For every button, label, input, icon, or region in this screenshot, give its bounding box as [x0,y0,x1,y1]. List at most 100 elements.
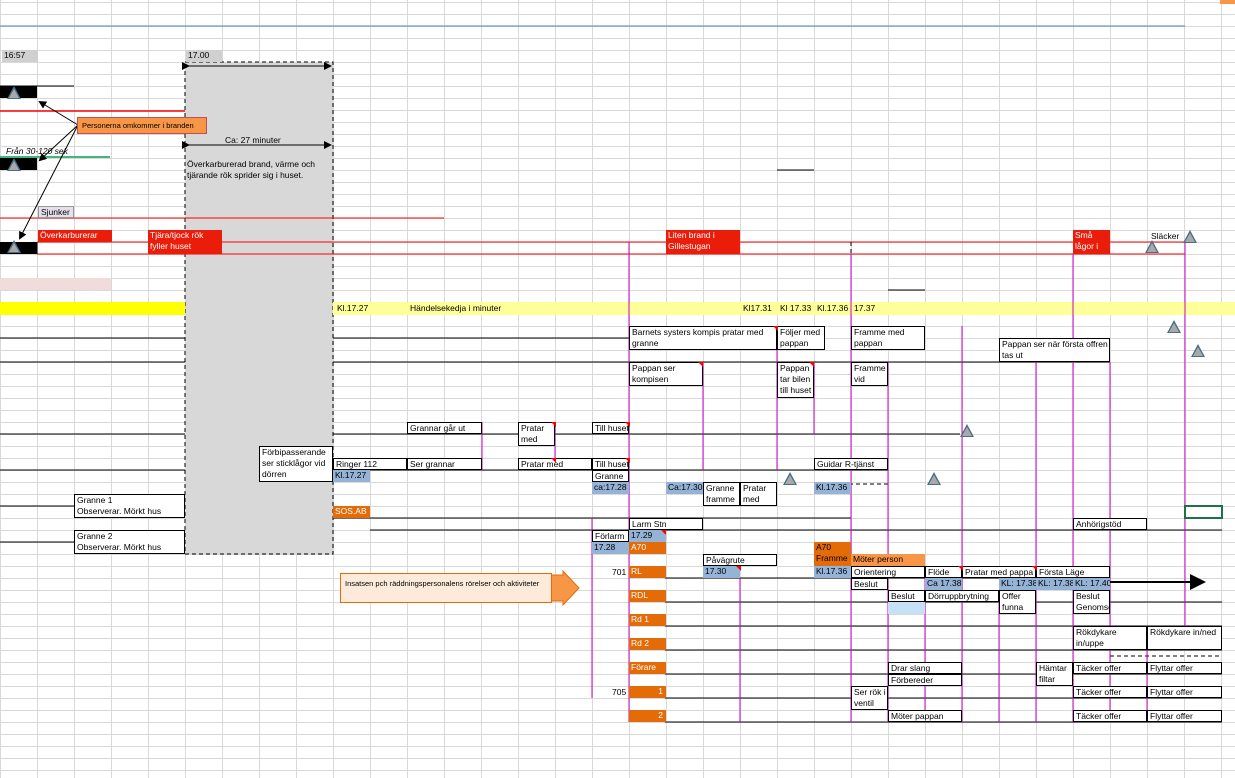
event-larmstn: Larm Stn [629,518,703,530]
event-framme-huset: Framme vid huset [851,362,888,386]
comment-flag-icon[interactable] [661,530,666,535]
time-t1729: 17.29 [629,530,666,542]
timeline-band [0,302,185,315]
time-t1730: 17.30 [703,566,740,578]
pink-cell [0,278,111,290]
label-fran: Från 30-120 sek [6,146,68,156]
triangle-marker-icon[interactable] [1191,344,1205,357]
label-kl1733: Kl 17.33 [780,303,812,313]
label-tjarafrok: Tjära/tjock rök fyller huset [148,230,222,254]
event-tacker2: Täcker offer [1073,686,1147,698]
event-flyttar1: Flyttar offer [1147,662,1222,674]
label-kl1727: Kl.17.27 [337,303,369,313]
granne1-title: Granne 1 [77,495,113,505]
comment-flag-icon[interactable] [1032,566,1037,571]
label-liten-brand: Liten brand i Gillestugan [666,230,740,254]
unit-rd2: Rd 2 [629,638,666,650]
triangle-marker-icon[interactable] [960,424,974,437]
unit-rd1: Rd 1 [629,614,666,626]
event-hamtar: Hämtar filtar [1036,662,1073,686]
label-smalagor: Små lågor i TV [1073,230,1110,254]
event-till-huset2: Till huset [592,458,629,470]
event-dorrupp: Dörruppbrytning [925,590,999,602]
event-forsta-lage: Första Läge [1036,566,1110,578]
event-granne: Granne [592,470,629,482]
event-rokdykare1: Rökdykare in/uppe [1073,626,1147,650]
comment-flag-icon[interactable] [625,422,630,427]
event-rokdykare2: Rökdykare in/ned [1147,626,1222,650]
event-beslut-genomsok: Beslut Genomsök [1073,590,1110,614]
event-forbereder: Förbereder [888,674,962,686]
event-pratar-pappa: Pratar med pappa [962,566,1036,578]
event-pappan-ser-forsta: Pappan ser när första offren tas ut [999,338,1110,362]
event-forlarm: Förlarm [592,530,629,542]
event-flyttar2: Flyttar offer [1147,686,1222,698]
event-barnets: Barnets systers kompis pratar med granne [629,326,777,350]
label-ca27: Ca: 27 minuter [225,135,281,145]
granne2-obs: Observerar. Mörkt hus [77,542,162,552]
triangle-marker-icon[interactable] [1167,320,1181,333]
event-tacker1: Täcker offer [1073,662,1147,674]
triangle-marker-icon[interactable] [7,158,21,171]
event-ser-grannar: Ser grannar [407,458,482,470]
event-pratar-grannar: Pratar med Grannar [518,422,555,446]
event-pappan-ser-kompis: Pappan ser kompisen prata/går ut [629,362,703,386]
label-overkarburerar: Överkarburerar [38,230,112,242]
event-guidar: Guidar R-tjänst [814,458,888,470]
time-kl1740: KL: 17.40 [1073,578,1110,590]
comment-flag-icon[interactable] [551,422,556,427]
unit-rdl: RDL [629,590,666,602]
selected-cell [1184,505,1223,519]
comment-flag-icon[interactable] [773,326,778,331]
comment-flag-icon[interactable] [809,362,814,367]
time-kl1727b: Kl.17.27 [333,470,370,482]
label-kl1731: Kl17.31 [743,303,772,313]
event-framme-pappan: Framme med pappan [851,326,925,350]
event-pratar-pappan: Pratar med pappan [740,482,777,506]
orange-arrow-icon [547,569,580,607]
comment-flag-icon[interactable] [736,566,741,571]
event-ringer: Ringer 112 [333,458,407,470]
granne1-obs: Observerar. Mörkt hus [77,506,162,516]
event-flode: Flöde [925,566,962,578]
event-sosab: SOS.AB [333,506,370,518]
triangle-marker-icon[interactable] [7,240,21,253]
label-overkarb-brand: Överkarburerad brand, värme och tjärande… [187,159,316,180]
label-sjunker: Sjunker [38,206,74,218]
event-grannar-gar: Grannar går ut [407,422,482,434]
event-pappan-tar: Pappan tar bilen till huset [777,362,814,398]
event-beslut2: Beslut [888,590,925,602]
blank-light-cell [888,602,925,614]
event-moter-person: Möter person [851,554,925,566]
time-ca1730: Ca:17.30 [666,482,703,494]
callout-insatsen: Insatsen pch räddningspersonalens rörels… [340,573,552,603]
triangle-marker-icon[interactable] [7,86,21,99]
event-anhorig: Anhörigstöd [1073,518,1147,530]
time-kl1736b: Kl.17.36 [814,482,851,494]
event-drar-slang: Drar slang [888,662,962,674]
event-granne2: Granne 2 Observerar. Mörkt hus [74,530,185,554]
granne2-title: Granne 2 [77,531,113,541]
unit-rl: RL [629,566,666,578]
event-tacker3: Täcker offer [1073,710,1147,722]
label-handelse: Händelsekedja i minuter [410,303,502,313]
unit-a70framme: A70 Framme [814,542,851,566]
event-ser-rok: Ser rök i ventil [851,686,888,710]
label-slacker: Släcker [1151,231,1180,241]
event-forbipass: Förbipasserande ser sticklågor vid dörre… [259,446,333,482]
callout-omkommer: Personerna omkommer i branden [77,117,207,134]
event-foljer: Följer med pappan [777,326,825,350]
comment-flag-icon[interactable] [551,458,556,463]
triangle-marker-icon[interactable] [1183,230,1197,243]
unit-2: 2 [629,710,666,722]
label-t1737: 17.37 [854,303,876,313]
event-orientering: Orientering [851,566,925,578]
triangle-marker-icon[interactable] [927,472,941,485]
comment-flag-icon[interactable] [958,566,963,571]
triangle-marker-icon[interactable] [783,472,797,485]
unit-1: 1 [629,686,666,698]
triangle-marker-icon[interactable] [1145,240,1159,253]
unit-705: 705 [612,687,627,697]
comment-flag-icon[interactable] [698,362,703,367]
comment-flag-icon[interactable] [625,458,630,463]
